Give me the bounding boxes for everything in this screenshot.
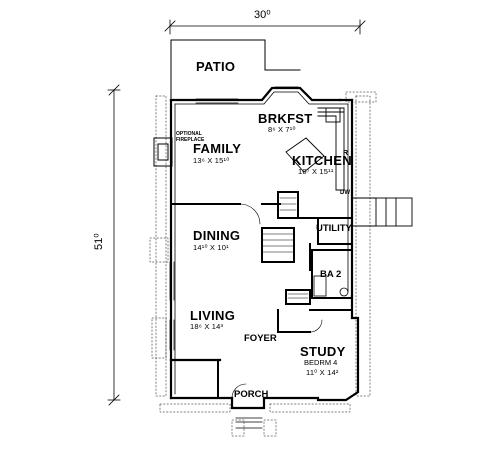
bath-fixtures: [313, 275, 349, 297]
width-dimension-line: [164, 19, 366, 35]
rear-steps: [351, 197, 413, 227]
room-label-family: FAMILY: [193, 141, 242, 156]
fixture-dishwasher: DW: [340, 190, 350, 196]
door-swings: [231, 203, 323, 399]
landscaping: [149, 91, 377, 437]
room-label-kitchen: KITCHEN: [292, 153, 352, 168]
room-label-living: LIVING: [190, 308, 236, 323]
room-label-patio: PATIO: [196, 59, 236, 74]
fixture-range: R: [343, 150, 349, 157]
room-size-family: 13⁶ X 15¹⁰: [193, 156, 230, 165]
room-label-brkfst: BRKFST: [258, 111, 313, 126]
overall-width-label: 30⁰: [254, 9, 271, 21]
room-size-study: 11⁰ X 14²: [306, 368, 339, 377]
stair-treads: [261, 197, 297, 253]
room-size-kitchen: 10⁷ X 15¹¹: [298, 167, 334, 176]
interior-walls: [170, 191, 353, 399]
porch-steps: [235, 417, 263, 429]
room-label-bath: BA 2: [320, 269, 342, 280]
overall-depth-label: 51⁰: [93, 233, 105, 250]
kitchen-counters: [285, 107, 345, 191]
room-label-utility: UTILITY: [316, 223, 352, 234]
depth-dimension-line: [107, 84, 121, 406]
room-label-dining: DINING: [193, 228, 241, 243]
room-label-foyer: FOYER: [244, 333, 277, 344]
room-alt-label-study: BEDRM 4: [304, 358, 338, 367]
fireplace-label: OPTIONAL FIREPLACE: [176, 131, 205, 143]
exterior-walls-inner: [174, 91, 349, 395]
room-label-porch: PORCH: [234, 389, 269, 400]
windows: [169, 86, 299, 351]
patio-slab: [170, 39, 301, 99]
room-size-living: 18⁶ X 14³: [190, 322, 224, 331]
fireplace: [153, 137, 173, 167]
room-size-brkfst: 8⁶ X 7¹⁰: [268, 125, 296, 134]
room-label-study: STUDY: [300, 344, 346, 359]
closet-shelves: [287, 293, 309, 299]
room-size-dining: 14¹⁰ X 10¹: [193, 243, 229, 252]
